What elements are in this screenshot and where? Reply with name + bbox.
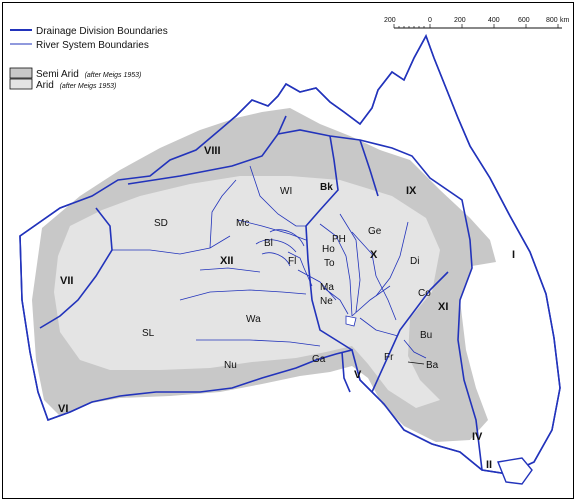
basin-label-Wa: Wa [246, 314, 261, 325]
basin-label-Ba: Ba [426, 360, 439, 371]
scale-unit: km [560, 17, 570, 24]
legend-arid-label: Arid (after Meigs 1953) [36, 80, 116, 91]
basin-label-Fl: Fl [288, 256, 296, 267]
basin-label-SL: SL [142, 328, 155, 339]
scale-ticks [393, 24, 559, 28]
scale-tick-label: 200 [454, 17, 466, 24]
basin-label-Mc: Mc [236, 218, 249, 229]
scale-tick-label: 600 [518, 17, 530, 24]
basin-label-Ma: Ma [320, 282, 334, 293]
tasmania [497, 457, 533, 485]
legend-arid-text: Arid [36, 80, 54, 91]
basin-label-Bk: Bk [320, 182, 333, 193]
legend-semi-arid-note: (after Meigs 1953) [85, 72, 142, 79]
basin-label-Bu: Bu [420, 330, 432, 341]
division-label-IX: IX [406, 185, 417, 197]
legend-river-label: River System Boundaries [36, 40, 149, 51]
scale-tick-label: 400 [488, 17, 500, 24]
basin-ba-leader [407, 361, 425, 365]
scale-tick-label: 0 [428, 17, 432, 24]
lake-eyre [345, 315, 357, 327]
basin-label-Nu: Nu [224, 360, 237, 371]
basin-label-Ge: Ge [368, 226, 382, 237]
coastline [19, 34, 561, 475]
basin-label-WI: WI [280, 186, 292, 197]
division-label-V: V [354, 369, 362, 381]
basin-label-Co: Co [418, 288, 431, 299]
arid-zone [54, 176, 440, 408]
division-label-I: I [512, 249, 515, 261]
basin-label-Ho: Ho [322, 244, 335, 255]
scale-tick-label: 200 [384, 17, 396, 24]
division-label-XI: XI [438, 301, 448, 313]
division-label-X: X [370, 249, 378, 261]
legend-arid-swatch [9, 78, 33, 90]
basin-label-Ga: Ga [312, 354, 326, 365]
scale-tick-label: 800 [546, 17, 558, 24]
river-system-boundaries [112, 165, 427, 359]
division-label-VI: VI [58, 403, 68, 415]
legend-arid-note: (after Meigs 1953) [60, 83, 117, 90]
scale-bar: 200 0 200 400 600 800 km [384, 17, 570, 29]
legend-semi-arid-text: Semi Arid [36, 69, 79, 80]
division-label-IV: IV [472, 431, 483, 443]
basin-label-SD: SD [154, 218, 168, 229]
basin-label-Bl: Bl [264, 238, 273, 249]
basin-label-To: To [324, 258, 335, 269]
division-label-VIII: VIII [204, 145, 221, 157]
legend-semi-arid-swatch [9, 67, 33, 79]
legend: Drainage Division Boundaries River Syste… [9, 26, 168, 91]
basin-label-Di: Di [410, 256, 419, 267]
basin-label-PH: PH [332, 234, 346, 245]
division-label-II: II [486, 459, 492, 471]
basin-label-Fr: Fr [384, 352, 394, 363]
legend-drainage-label: Drainage Division Boundaries [36, 26, 168, 37]
division-label-VII: VII [60, 275, 73, 287]
basin-label-Ne: Ne [320, 296, 333, 307]
division-label-XII: XII [220, 255, 233, 267]
legend-semi-arid-label: Semi Arid (after Meigs 1953) [36, 69, 141, 80]
